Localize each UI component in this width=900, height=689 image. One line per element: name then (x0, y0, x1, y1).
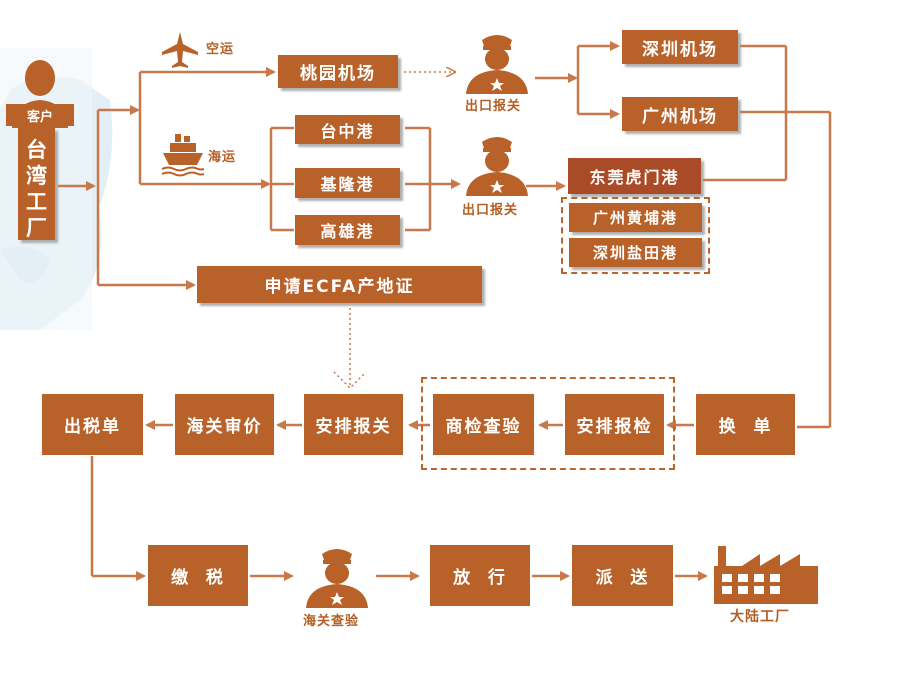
export-declaration-air-label: 出口报关 (465, 99, 522, 114)
destination-label: 大陆工厂 (730, 609, 790, 625)
node-shenzhen-airport: 深圳机场 (622, 30, 738, 64)
export-declaration-sea-label: 出口报关 (462, 203, 519, 218)
customs-officer-icon (306, 549, 368, 608)
customer-name-char-1: 台 (26, 138, 47, 162)
sea-transport-label: 海运 (208, 150, 237, 165)
node-dongguan-humen-port: 东莞虎门港 (568, 158, 701, 194)
node-guangzhou-huangpu-port: 广州黄埔港 (569, 203, 702, 232)
node-keelung-port: 基隆港 (295, 168, 400, 198)
node-taoyuan-airport: 桃园机场 (278, 55, 398, 88)
node-commodity-inspection: 商检查验 (433, 394, 534, 455)
inspection-group (421, 377, 675, 470)
customer-name-char-3: 工 (26, 190, 47, 214)
customer-name-char-4: 厂 (26, 216, 47, 240)
customer-name-char-2: 湾 (26, 164, 47, 188)
customs-officer-icon (466, 35, 528, 94)
customs-officer-icon (466, 137, 528, 196)
customs-inspection-label: 海关查验 (303, 614, 360, 629)
node-exchange-bill: 换 单 (696, 394, 795, 455)
node-deliver: 派 送 (572, 545, 673, 606)
node-release: 放 行 (430, 545, 530, 606)
node-customs-valuation: 海关审价 (175, 394, 274, 455)
alternative-ports-group (561, 197, 710, 274)
air-transport-label: 空运 (206, 42, 235, 57)
node-kaohsiung-port: 高雄港 (295, 215, 400, 245)
factory-icon (714, 546, 818, 604)
node-arrange-declaration: 安排报关 (304, 394, 403, 455)
airplane-icon (162, 32, 198, 68)
customer-name-box: 台 湾 工 厂 (18, 128, 55, 240)
customer-badge: 客户 (6, 104, 74, 126)
node-taichung-port: 台中港 (295, 115, 400, 144)
node-shenzhen-yantian-port: 深圳盐田港 (569, 238, 702, 267)
node-arrange-inspection: 安排报检 (565, 394, 664, 455)
node-tax-bill: 出税单 (42, 394, 143, 455)
node-guangzhou-airport: 广州机场 (622, 97, 738, 131)
node-ecfa-certificate: 申请ECFA产地证 (197, 266, 482, 303)
ship-icon (161, 134, 205, 177)
node-pay-tax: 缴 税 (148, 545, 248, 606)
